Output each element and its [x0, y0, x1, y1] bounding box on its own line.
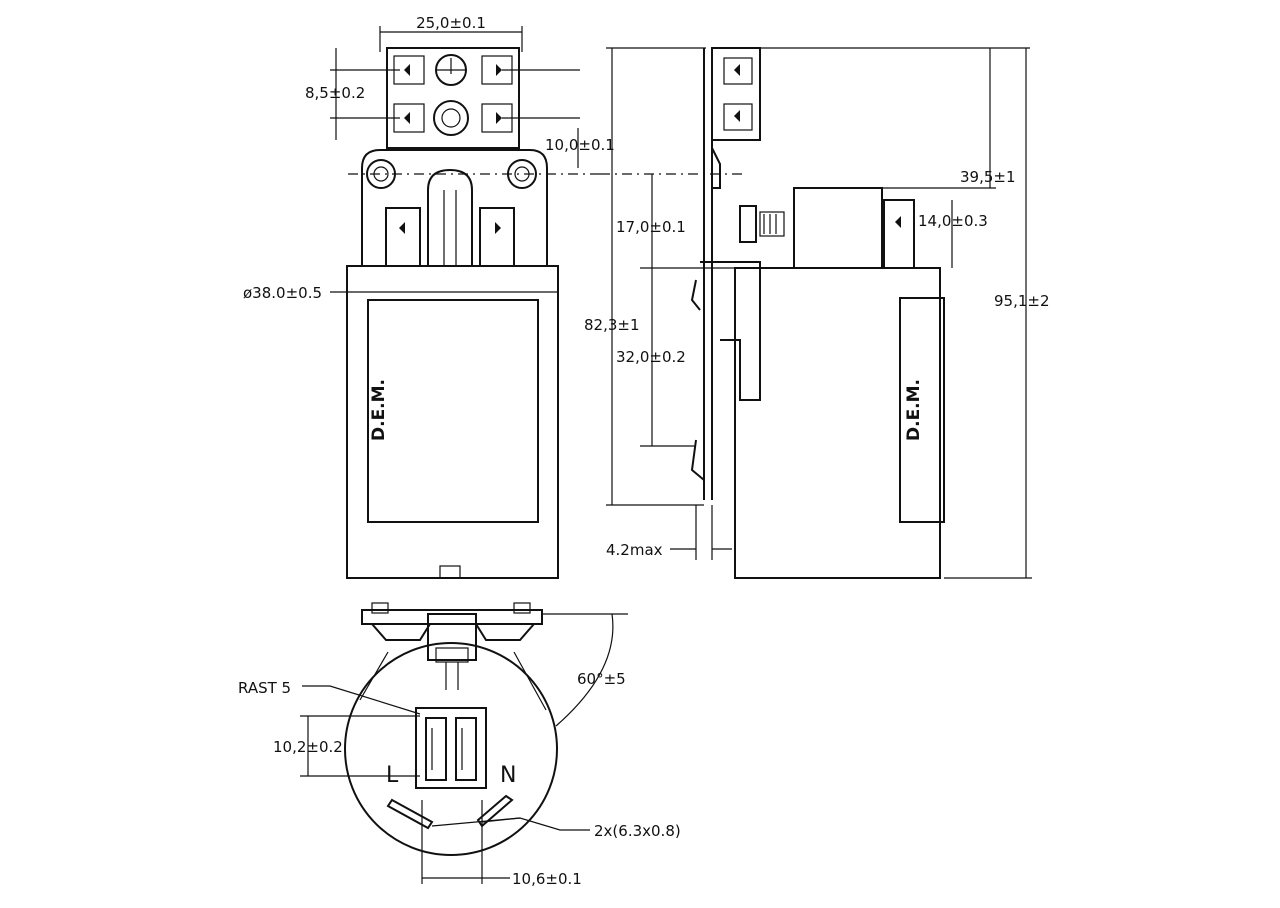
- dim-height-cap: 14,0±0.3: [918, 212, 988, 230]
- dim-height-lower: 82,3±1: [584, 316, 640, 334]
- dim-total-height: 95,1±2: [994, 292, 1050, 310]
- dim-angle: 60°±5: [577, 670, 626, 688]
- dim-bracket-offset: 10,0±0.1: [545, 136, 615, 154]
- side-brand-label: D.E.M.: [904, 379, 924, 441]
- dim-top-width: 25,0±0.1: [416, 14, 486, 32]
- side-dimensions: 82,3±1 17,0±0.1 32,0±0.2 39,5±1 14,0±0.3…: [584, 47, 1050, 579]
- bottom-dimensions: RAST 5 10,2±0.2 60°±5 2x(6.3x0.8) 10,6±0…: [238, 613, 681, 888]
- dim-connector-width: 10,2±0.2: [273, 738, 343, 756]
- front-view: D.E.M.: [346, 47, 602, 579]
- rast-label: RAST 5: [238, 679, 291, 697]
- dim-pin-pitch: 10,6±0.1: [512, 870, 582, 888]
- front-dimensions: 25,0±0.1 8,5±0.2 10,0±0.1 ø38.0±0.5: [243, 14, 615, 302]
- side-view: D.E.M.: [600, 47, 945, 579]
- dim-height-clip: 32,0±0.2: [616, 348, 686, 366]
- terminal-neutral-label: N: [500, 763, 516, 788]
- bottom-view: L N: [344, 602, 558, 856]
- dim-terminal-pitch: 8,5±0.2: [305, 84, 365, 102]
- dim-height-terminals: 17,0±0.1: [616, 218, 686, 236]
- dim-diameter: ø38.0±0.5: [243, 284, 322, 302]
- dim-tab-thickness: 4.2max: [606, 541, 663, 559]
- tabs-label: 2x(6.3x0.8): [594, 822, 681, 840]
- front-brand-label: D.E.M.: [369, 379, 389, 441]
- dim-height-upper: 39,5±1: [960, 168, 1016, 186]
